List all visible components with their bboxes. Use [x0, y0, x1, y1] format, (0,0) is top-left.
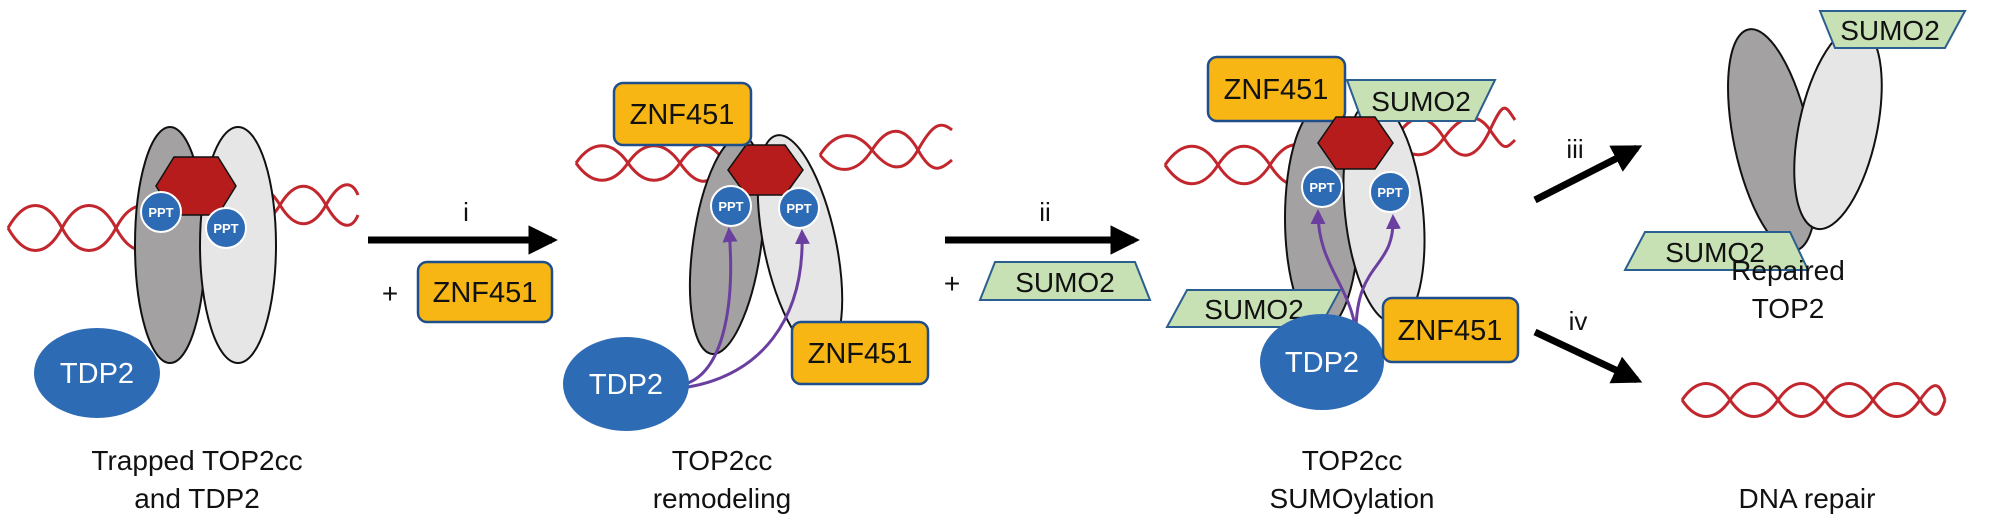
znf451-box: ZNF451 — [790, 320, 930, 386]
ppt-badge: PPT — [1369, 171, 1411, 213]
plus-sign: + — [944, 268, 960, 299]
tdp2-label: TDP2 — [60, 358, 134, 390]
ppt-label: PPT — [718, 199, 743, 214]
tdp2-protein: TDP2 — [34, 328, 160, 418]
dna-helix-left — [574, 143, 724, 183]
ppt-badge: PPT — [710, 185, 752, 227]
panel-trapped-top2cc: PPT PPT TDP2 Trapped TOP2cc and TDP2 — [6, 126, 360, 514]
sumo2-tag: SUMO2 — [978, 261, 1152, 301]
ppt-label: PPT — [1377, 185, 1402, 200]
caption-panel2-line2: remodeling — [653, 483, 792, 514]
sumo2-label: SUMO2 — [1204, 294, 1304, 325]
caption-panel5-line1: DNA repair — [1739, 483, 1876, 514]
tdp2-label: TDP2 — [1285, 347, 1359, 379]
tdp2-arrow-to-ppt — [1354, 214, 1401, 333]
znf451-label: ZNF451 — [808, 338, 913, 370]
plus-sign: + — [382, 278, 398, 309]
ppt-badge: PPT — [1301, 166, 1343, 208]
sumo2-tag: SUMO2 — [1623, 231, 1810, 271]
sumo2-tag: SUMO2 — [1818, 10, 1967, 49]
step-iv-arrow: iv — [1533, 306, 1643, 384]
znf451-box: ZNF451 — [416, 260, 554, 324]
caption-panel3-line1: TOP2cc — [1302, 445, 1403, 476]
caption-panel3-line2: SUMOylation — [1270, 483, 1435, 514]
panel-sumoylation: SUMO2 ZNF451 PPT PPT SUMO2 TDP2 ZNF451 — [1163, 55, 1520, 514]
tdp2-arrow-to-ppt — [1310, 209, 1358, 333]
sumo2-label: SUMO2 — [1840, 15, 1940, 46]
ppt-badge: PPT — [140, 191, 182, 233]
znf451-box: ZNF451 — [1206, 55, 1347, 123]
sumo2-label: SUMO2 — [1371, 86, 1471, 117]
znf451-label: ZNF451 — [1224, 74, 1329, 106]
panel-repaired-top2: SUMO2 SUMO2 Repaired TOP2 — [1623, 10, 1967, 324]
drug-hexagon — [1317, 116, 1394, 170]
step-iv-label: iv — [1569, 306, 1588, 336]
tdp2-protein: TDP2 — [1260, 314, 1384, 410]
ppt-badge: PPT — [778, 187, 820, 229]
dna-helix-repaired — [1680, 382, 1947, 418]
ppt-label: PPT — [786, 201, 811, 216]
ppt-label: PPT — [213, 221, 238, 236]
sumo2-tag: SUMO2 — [1345, 79, 1497, 122]
dna-helix-right — [818, 123, 953, 171]
tdp2-arrow-to-ppt — [687, 227, 738, 385]
caption-panel1-line2: and TDP2 — [134, 483, 260, 514]
step-ii-arrow: ii + SUMO2 — [944, 197, 1152, 301]
tdp2-arrow-to-ppt — [687, 229, 810, 389]
step-iii-arrow: iii — [1533, 134, 1643, 204]
step-iii-label: iii — [1566, 134, 1583, 164]
panel-remodeling: PPT PPT ZNF451 ZNF451 TDP2 TOP2cc remode… — [563, 81, 953, 514]
tdp2-label: TDP2 — [589, 369, 663, 401]
znf451-box: ZNF451 — [1381, 296, 1520, 364]
tdp2-protein: TDP2 — [563, 337, 689, 431]
sumo2-label: SUMO2 — [1015, 267, 1115, 298]
caption-panel4-line2: TOP2 — [1752, 293, 1825, 324]
caption-panel1-line1: Trapped TOP2cc — [91, 445, 302, 476]
sumo2-label: SUMO2 — [1665, 237, 1765, 268]
caption-panel2-line1: TOP2cc — [672, 445, 773, 476]
ppt-label: PPT — [148, 205, 173, 220]
sumo2-tag: SUMO2 — [1165, 289, 1342, 328]
znf451-label: ZNF451 — [630, 99, 735, 131]
panel-dna-repair: DNA repair — [1680, 382, 1947, 514]
znf451-label: ZNF451 — [433, 277, 538, 309]
caption-panel4-line1: Repaired — [1731, 255, 1845, 286]
znf451-label: ZNF451 — [1398, 315, 1503, 347]
ppt-badge: PPT — [205, 207, 247, 249]
step-i-label: i — [463, 197, 469, 227]
step-i-arrow: i + ZNF451 — [368, 197, 558, 324]
step-ii-label: ii — [1039, 197, 1051, 227]
znf451-box: ZNF451 — [612, 81, 753, 147]
ppt-label: PPT — [1309, 180, 1334, 195]
